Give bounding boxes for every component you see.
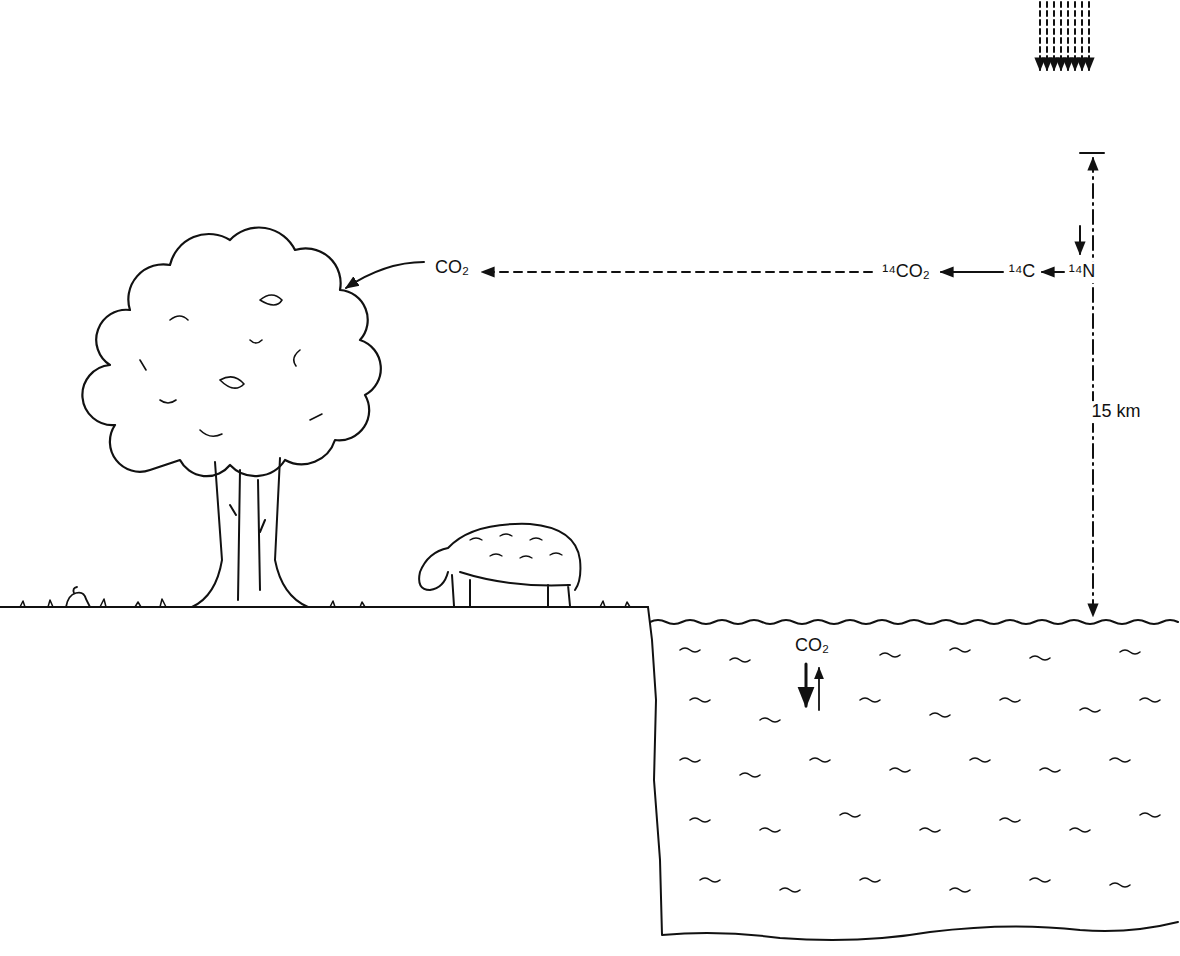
cosmic-rays: [1040, 2, 1089, 70]
ray-arrow: [1053, 2, 1055, 70]
water-surface: [650, 620, 1178, 624]
ray-arrow: [1081, 2, 1083, 70]
uptake-arrow: [346, 262, 424, 288]
ray-arrow: [1039, 2, 1041, 70]
molecule-label: CO₂: [433, 257, 471, 279]
tree-trunk: [192, 458, 308, 607]
reaction-arrow: [1042, 271, 1064, 273]
ground-line: [0, 606, 648, 608]
ray-arrow: [1079, 226, 1081, 254]
isotope-label: ¹⁴N: [1067, 261, 1098, 283]
ray-arrow: [1074, 2, 1076, 70]
dimension-line: [1092, 158, 1094, 616]
sheep: [419, 524, 580, 606]
exchange-arrow-down: [805, 664, 808, 706]
tree-crown: [82, 228, 380, 477]
reaction-arrow: [941, 271, 1003, 273]
sea-boundary: [648, 607, 1178, 940]
ray-arrow: [1088, 2, 1090, 70]
isotope-label: ¹⁴C: [1007, 261, 1038, 283]
diffusion-arrow: [482, 271, 872, 273]
molecule-label: ¹⁴CO₂: [880, 261, 932, 283]
dimension-tick: [1080, 152, 1104, 154]
sheep-wool: [470, 534, 562, 558]
ray-arrow: [1060, 2, 1062, 70]
ray-arrow: [1067, 2, 1069, 70]
wave-marks: [680, 648, 1160, 892]
leaf-marks: [140, 295, 322, 436]
distance-label: 15 km: [1089, 401, 1142, 423]
grass: [20, 599, 630, 607]
exchange-arrow-up: [818, 668, 820, 710]
ray-arrow: [1046, 2, 1048, 70]
molecule-label: CO₂: [793, 635, 831, 657]
small-figure: [66, 587, 90, 607]
